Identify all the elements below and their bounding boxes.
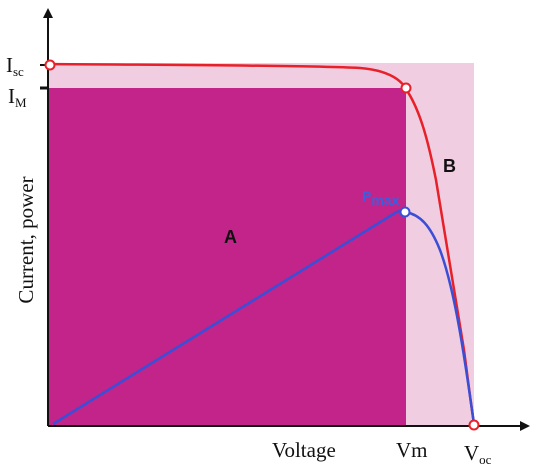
voc-point <box>468 419 480 431</box>
voc-label: Voc <box>464 441 492 467</box>
y-axis-title: Current, power <box>14 176 38 303</box>
vm-label: Vm <box>396 438 428 462</box>
pmax-label: Pmax <box>362 188 400 208</box>
isc-label: Isc <box>6 53 24 79</box>
isc-point <box>44 59 56 71</box>
region-a-label: A <box>224 227 237 247</box>
region-a-area <box>49 88 406 425</box>
im-label: IM <box>8 84 27 110</box>
pmax-point <box>399 206 411 218</box>
im-point <box>400 82 412 94</box>
region-b-label: B <box>443 156 456 176</box>
x-axis-title: Voltage <box>272 438 336 462</box>
